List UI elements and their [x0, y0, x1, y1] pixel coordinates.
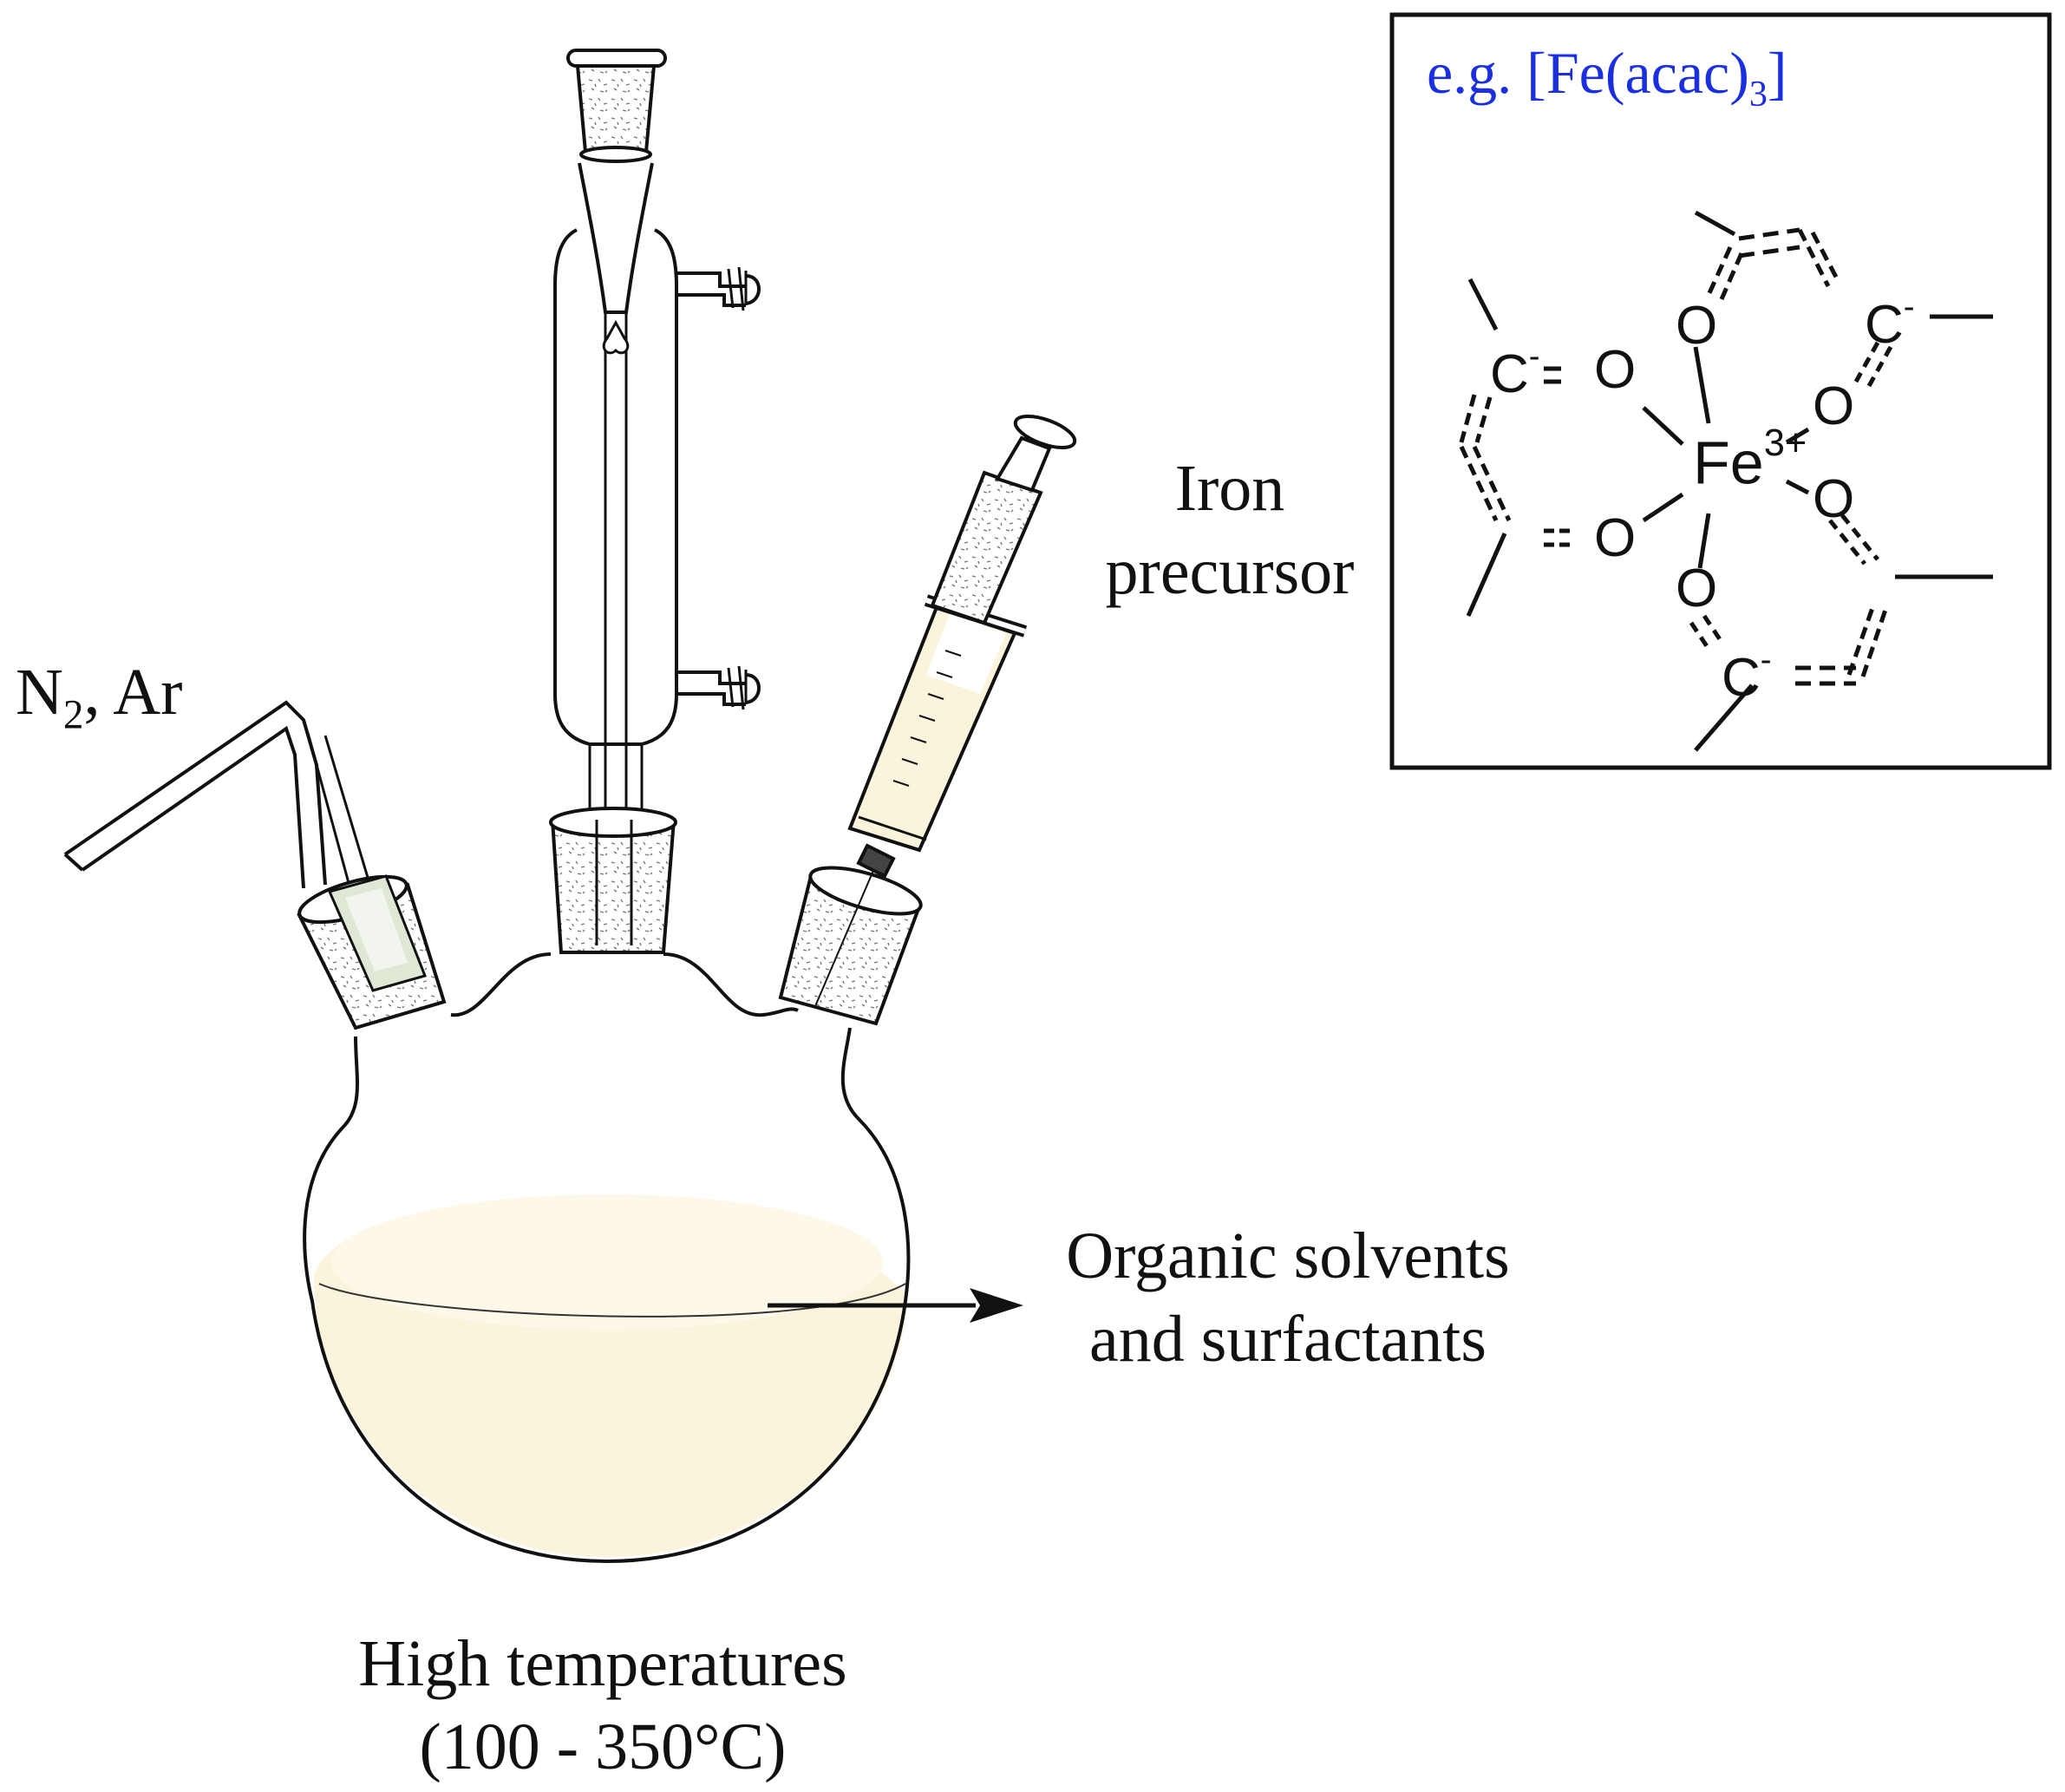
- precursor-label: Iron precursor: [1091, 455, 1369, 605]
- carbanion-left: C-: [1490, 337, 1540, 404]
- reflux-condenser: [549, 49, 761, 954]
- precursor-line-1: Iron: [1174, 452, 1285, 525]
- carbanion-symbol: C: [1722, 647, 1761, 708]
- solvent-label: Organic solvents and surfactants: [1019, 1223, 1557, 1372]
- carbanion-bottom: C-: [1722, 641, 1772, 708]
- inset-example-suffix: ]: [1767, 40, 1787, 106]
- inset-frame: [1389, 12, 2052, 770]
- solvent-arrow: [768, 1288, 1023, 1323]
- inset-example-sub: 3: [1748, 73, 1768, 114]
- oxygen-lower-left: O: [1594, 508, 1637, 568]
- oxygen-top: O: [1676, 296, 1718, 356]
- carbanion-charge: -: [1760, 641, 1772, 678]
- gas-subscript: 2: [62, 692, 84, 738]
- oxygen-upper-left: O: [1594, 340, 1637, 400]
- solvent-line-2: and surfactants: [1089, 1303, 1487, 1376]
- iron-charge: 3+: [1763, 422, 1807, 464]
- syringe: [778, 414, 1077, 1026]
- gas-label: N2, Ar: [16, 659, 182, 736]
- acac-structure-bonds: [1459, 210, 1993, 752]
- three-neck-flask: [303, 952, 911, 1564]
- oxygen-upper-right: O: [1813, 376, 1855, 436]
- temperature-line-2: (100 - 350°C): [419, 1710, 787, 1783]
- temperature-label: High temperatures (100 - 350°C): [308, 1631, 898, 1780]
- iron-center: Fe3+: [1693, 422, 1807, 497]
- carbanion-symbol: C: [1490, 343, 1529, 404]
- inset-example-prefix: e.g. [Fe(acac): [1427, 40, 1749, 106]
- temperature-line-1: High temperatures: [358, 1627, 847, 1700]
- carbanion-charge: -: [1903, 288, 1915, 325]
- solvent-line-1: Organic solvents: [1066, 1220, 1510, 1292]
- carbanion-symbol: C: [1865, 294, 1904, 355]
- precursor-line-2: precursor: [1105, 535, 1355, 608]
- inset-example-label: e.g. [Fe(acac)3]: [1427, 43, 1787, 113]
- gas-rest: , Ar: [83, 656, 183, 729]
- iron-symbol: Fe: [1693, 428, 1764, 497]
- carbanion-top-right: C-: [1865, 288, 1915, 355]
- carbanion-charge: -: [1528, 337, 1540, 375]
- gas-symbol: N: [16, 656, 63, 729]
- gas-inlet-adapter: [63, 700, 447, 1030]
- oxygen-lower-right: O: [1813, 469, 1855, 529]
- oxygen-bottom: O: [1676, 559, 1718, 618]
